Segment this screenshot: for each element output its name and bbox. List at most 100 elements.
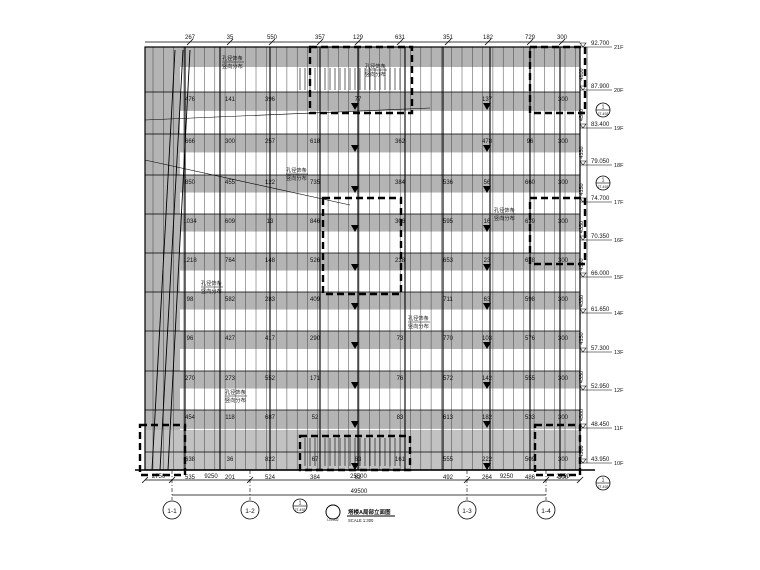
bay-dimension: 524 — [265, 475, 276, 481]
bay-dimension: 417 — [265, 336, 276, 342]
bay-dimension: 73 — [397, 336, 404, 342]
slab-band — [145, 292, 580, 310]
bay-dimension: 36 — [227, 457, 234, 463]
triangle-marker — [483, 463, 491, 470]
bay-dimension: 576 — [525, 336, 536, 342]
level-elevation: 52.950 — [591, 384, 610, 390]
bay-dimension: 264 — [482, 475, 493, 481]
triangle-marker — [351, 186, 359, 193]
bay-dimension: 16 — [484, 219, 491, 225]
level-elevation: 66.000 — [591, 271, 610, 277]
dim-tick — [526, 38, 534, 46]
bay-dimension: 492 — [443, 475, 454, 481]
level-floor: 11F — [614, 426, 624, 432]
bay-dimension: 384 — [395, 180, 406, 186]
triangle-marker — [483, 225, 491, 232]
dim-tick — [558, 38, 566, 46]
bay-dimension: 182 — [482, 415, 493, 421]
storey-height: 4350 — [579, 183, 585, 195]
triangle-marker — [351, 382, 359, 389]
detail-ref-number: 1 — [299, 501, 302, 507]
dim-tick — [354, 38, 362, 46]
bay-dimension: 257 — [265, 139, 276, 145]
axis-bubble — [162, 500, 182, 520]
note-line-1: 孔径饰条 — [201, 279, 222, 287]
diagonal-member — [159, 49, 184, 471]
dim-tick — [316, 38, 324, 46]
bay-dimension: 638 — [185, 457, 196, 463]
level-floor: 16F — [614, 238, 624, 244]
level-triangle — [579, 272, 587, 278]
bay-dimension: 98 — [187, 297, 194, 303]
detail-ref-number: 1 — [602, 478, 605, 484]
top-dimension: 300 — [557, 35, 568, 41]
triangle-marker — [483, 103, 491, 110]
bay-dimension: 13 — [267, 219, 274, 225]
detail-ref-number: 1 — [602, 178, 605, 184]
triangle-marker — [351, 103, 359, 110]
level-triangle — [579, 308, 587, 314]
leader-line — [144, 159, 351, 206]
top-dimension: 729 — [525, 35, 536, 41]
drawing-title: 塔楼A局部立面图 — [348, 508, 391, 516]
bay-dimension: 384 — [310, 475, 321, 481]
bay-dimension: 613 — [443, 415, 454, 421]
leader-line — [144, 107, 431, 121]
dashed-callout — [533, 423, 582, 477]
dim-tick — [268, 38, 276, 46]
bay-dimension: 764 — [225, 258, 236, 264]
storey-height: 4350 — [579, 146, 585, 158]
bay-dimension: 290 — [310, 336, 321, 342]
triangle-marker — [351, 225, 359, 232]
bay-dimension: 96 — [527, 139, 534, 145]
dim-tick — [576, 476, 584, 484]
bay-dimension: 660 — [525, 180, 536, 186]
top-dimension: 351 — [443, 35, 454, 41]
note-line-1: 孔径饰条 — [225, 388, 246, 396]
level-elevation: 74.700 — [591, 196, 610, 202]
bay-dimension: 148 — [265, 258, 276, 264]
level-floor: 19F — [614, 126, 624, 132]
dashed-callout — [528, 45, 587, 115]
level-floor: 17F — [614, 200, 624, 206]
detail-callout-boxes — [138, 45, 587, 477]
slab-band — [145, 92, 580, 111]
bay-dimension: 770 — [443, 336, 454, 342]
bay-dimension: 52 — [312, 415, 319, 421]
bay-dimension: 161 — [395, 457, 406, 463]
axis-bubble — [457, 500, 477, 520]
bay-dimension: 300 — [225, 139, 236, 145]
bay-dimension: 1218 — [183, 258, 197, 264]
top-dimension: 267 — [185, 35, 196, 41]
bay-dimension: 555 — [443, 457, 454, 463]
storey-height: 4500 — [579, 109, 585, 121]
bay-dimension: 103 — [482, 336, 493, 342]
dashed-callout — [321, 196, 403, 296]
dashed-callout — [138, 423, 187, 477]
title-bubble — [325, 504, 341, 520]
bay-dimension: 595 — [443, 219, 454, 225]
slab-band — [145, 331, 580, 349]
bay-dimension: 300 — [558, 219, 569, 225]
top-dimension: 129 — [353, 35, 364, 41]
storey-height: 4350 — [579, 221, 585, 233]
bay-dimension: 478 — [482, 139, 493, 145]
storey-height: 4800 — [579, 68, 585, 80]
bottom-dimension: 25500 — [350, 474, 367, 480]
bay-dimension: 582 — [225, 297, 236, 303]
bay-dimension: 535 — [185, 475, 196, 481]
level-triangle — [579, 458, 587, 464]
detail-ref-sheet: JT-492 — [295, 508, 306, 512]
level-triangle — [579, 197, 587, 203]
bay-dimension: 96 — [187, 336, 194, 342]
bottom-dimension: 2750 — [556, 474, 570, 480]
podium-band — [145, 430, 580, 470]
triangle-marker — [483, 145, 491, 152]
dim-tick — [226, 38, 234, 46]
note-line-2: 竖向分布 — [365, 70, 386, 78]
triangle-marker — [351, 303, 359, 310]
level-triangle — [579, 423, 587, 429]
bay-dimension: 1034 — [183, 219, 197, 225]
